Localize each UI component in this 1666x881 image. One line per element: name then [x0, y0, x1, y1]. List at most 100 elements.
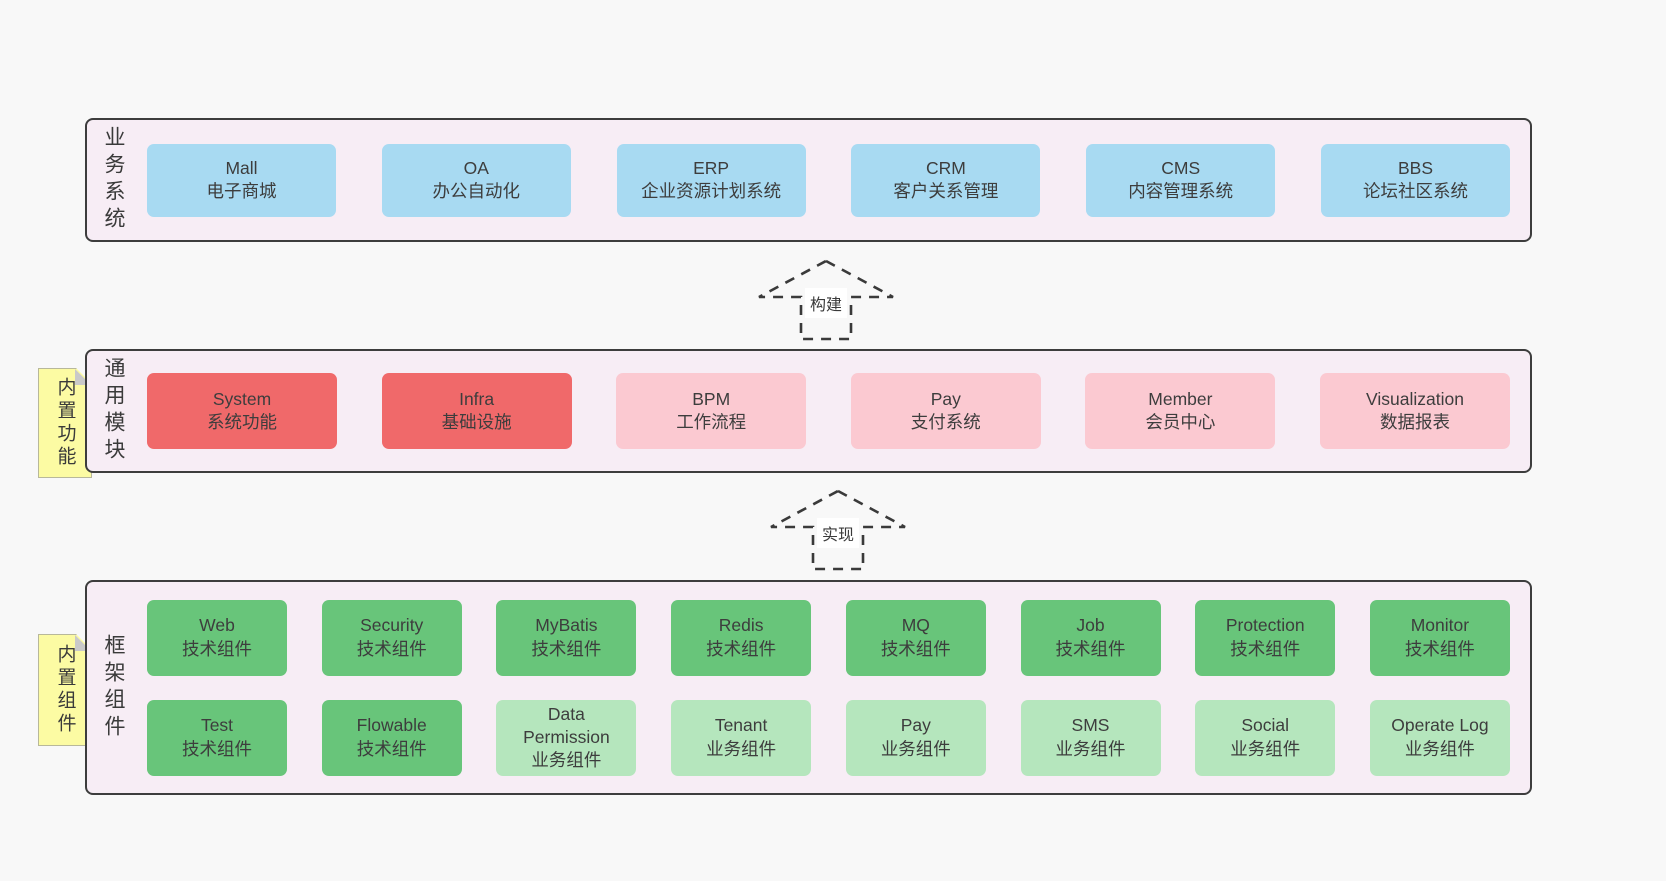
box-title: Visualization — [1366, 388, 1464, 409]
box-title: Security — [360, 615, 424, 636]
sticky-tag-label: 内置功能 — [54, 377, 76, 469]
box-title: Protection — [1225, 615, 1305, 636]
box-title: BPM — [692, 388, 731, 409]
box-cms: CMS 内容管理系统 — [1086, 143, 1276, 217]
box-title: Job — [1076, 615, 1105, 636]
box-subtitle: 企业资源计划系统 — [641, 181, 782, 201]
box-subtitle: 业务组件 — [1055, 738, 1126, 759]
box-subtitle: 技术组件 — [1404, 638, 1475, 659]
box-title: ERP — [693, 157, 730, 178]
arrow-label-implement: 实现 — [816, 518, 860, 549]
box-subtitle: 支付系统 — [910, 412, 981, 432]
box-title: Mall — [225, 157, 258, 178]
box-title: CMS — [1161, 157, 1201, 178]
box-subtitle: 技术组件 — [182, 638, 252, 659]
box-subtitle: 基础设施 — [441, 412, 512, 432]
sticky-tag-label: 内置组件 — [54, 644, 76, 736]
box-subtitle: 内容管理系统 — [1128, 181, 1234, 201]
box-title: Flowable — [356, 715, 427, 736]
box-subtitle: 技术组件 — [531, 638, 602, 659]
box-subtitle: 办公自动化 — [432, 181, 521, 201]
up-arrow-icon — [758, 259, 894, 341]
sticky-tag-builtin-features: 内置功能 — [38, 368, 92, 478]
box-subtitle: 客户关系管理 — [893, 181, 999, 201]
box-subtitle: 数据报表 — [1379, 412, 1450, 432]
box-row: Mall 电子商城 OA 办公自动化 ERP 企业资源计划系统 CRM 客户关系管理 CMS 内容… — [147, 143, 1510, 217]
up-arrow-icon — [770, 489, 906, 571]
box-title: Test — [200, 715, 234, 736]
box-title: MyBatis — [535, 615, 598, 636]
box-subtitle: 技术组件 — [1055, 638, 1126, 659]
box-subtitle: 论坛社区系统 — [1362, 181, 1468, 201]
box-subtitle: 技术组件 — [356, 638, 427, 659]
box-title: Member — [1148, 388, 1213, 409]
box-subtitle: 业务组件 — [1230, 738, 1301, 759]
box-title: OA — [463, 157, 489, 178]
box-subtitle: 电子商城 — [206, 181, 277, 201]
layer-label-modules: 通用模块 — [102, 357, 125, 465]
box-title: SMS — [1071, 715, 1110, 736]
box-oa: OA 办公自动化 — [381, 143, 571, 217]
box-title: CRM — [925, 157, 966, 178]
box-member: Member 会员中心 — [1085, 373, 1276, 449]
box-infra: Infra 基础设施 — [381, 373, 572, 449]
box-title: Social — [1241, 715, 1290, 736]
layer-business-systems: 业务系统 Mall 电子商城 OA 办公自动化 ERP 企业资源计划系统 CRM 客户关系管理… — [85, 118, 1532, 242]
box-title: BBS — [1397, 157, 1433, 178]
dashed-up-arrow-implement: 实现 — [768, 488, 908, 572]
layer-label-components: 框架组件 — [102, 633, 125, 742]
box-title: Monitor — [1410, 615, 1470, 636]
box-erp: ERP 企业资源计划系统 — [616, 143, 806, 217]
arrow-label-build: 构建 — [804, 288, 848, 319]
box-subtitle: 业务组件 — [706, 738, 777, 759]
box-title: Redis — [718, 615, 764, 636]
box-title: Pay — [900, 715, 931, 736]
box-subtitle: 技术组件 — [182, 738, 252, 759]
box-subtitle: 业务组件 — [1404, 738, 1475, 759]
box-subtitle: 业务组件 — [531, 750, 602, 771]
layer-business-rows: Mall 电子商城 OA 办公自动化 ERP 企业资源计划系统 CRM 客户关系管理 CMS 内容… — [87, 120, 1530, 240]
box-title: MQ — [901, 615, 930, 636]
box-subtitle: 技术组件 — [706, 638, 777, 659]
box-title: Infra — [459, 388, 495, 409]
box-subtitle: 会员中心 — [1145, 412, 1216, 432]
layer-label-business: 业务系统 — [102, 126, 125, 234]
box-title: Web — [199, 615, 235, 636]
box-crm: CRM 客户关系管理 — [851, 143, 1041, 217]
box-subtitle: 技术组件 — [356, 738, 427, 759]
box-subtitle: 技术组件 — [1230, 638, 1301, 659]
dashed-up-arrow-build: 构建 — [756, 258, 896, 342]
box-title: Data Permission — [523, 703, 610, 747]
box-data-permission: Data Permission 业务组件 — [496, 699, 637, 776]
box-mall: Mall 电子商城 — [147, 143, 336, 217]
box-subtitle: 业务组件 — [880, 738, 951, 759]
box-title: System — [212, 388, 272, 409]
box-bbs: BBS 论坛社区系统 — [1320, 143, 1510, 217]
box-subtitle: 技术组件 — [880, 638, 951, 659]
